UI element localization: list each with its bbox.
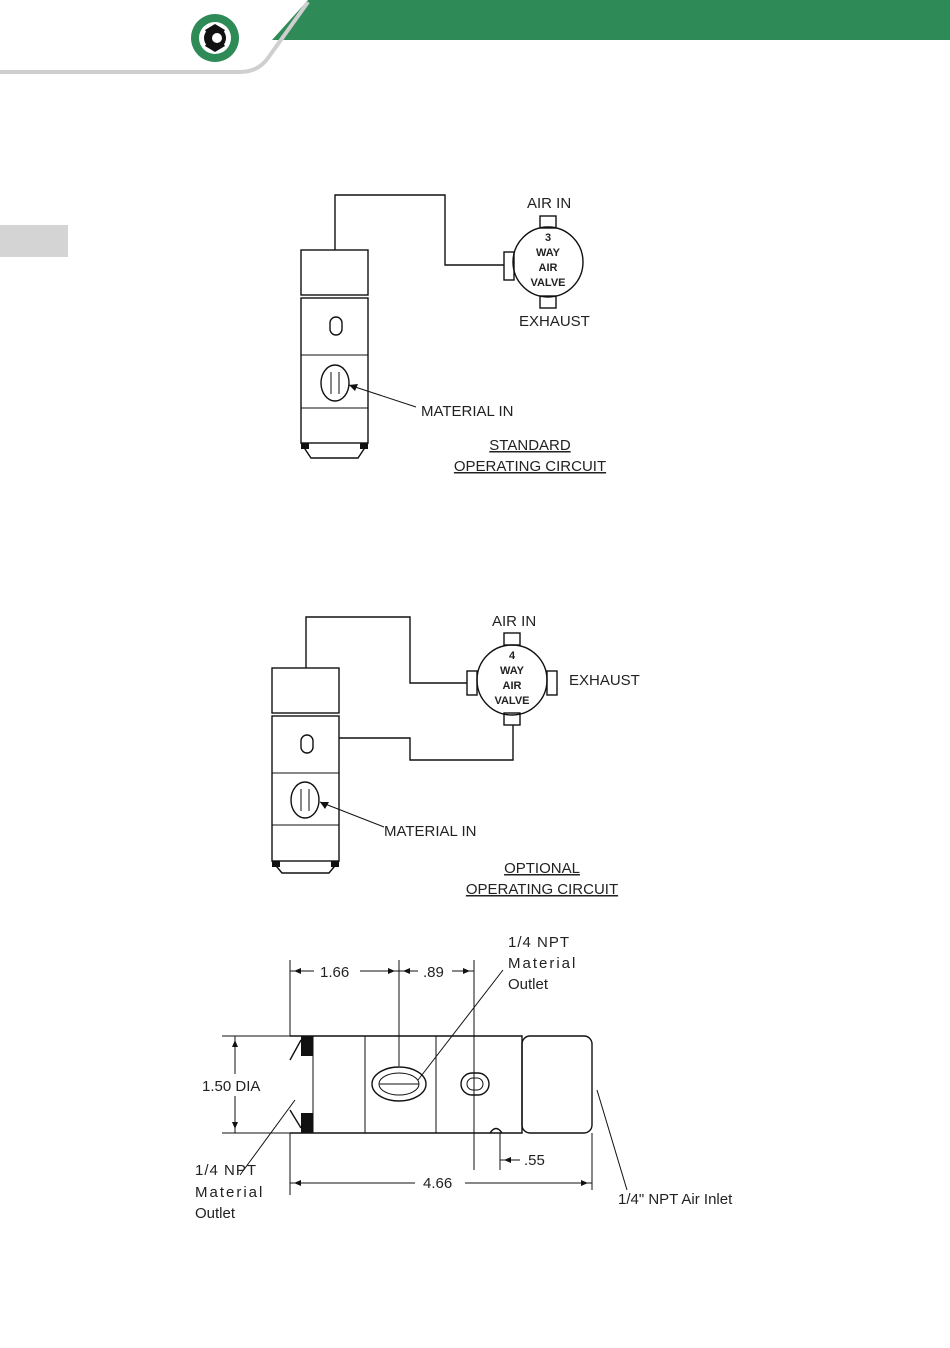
bottom-outlet-label-line3: Outlet	[195, 1205, 236, 1222]
dim-0-89: .89	[423, 964, 444, 981]
standard-air-in-label: AIR IN	[527, 195, 571, 212]
standard-caption-line1: STANDARD	[489, 437, 571, 454]
optional-material-in-label: MATERIAL IN	[384, 823, 477, 840]
top-outlet-label-line2: Material	[508, 955, 577, 972]
optional-valve-way: WAY	[500, 665, 525, 677]
dim-0-55: .55	[524, 1152, 545, 1169]
standard-valve-valve: VALVE	[530, 277, 565, 289]
green-header-band	[272, 0, 950, 40]
bottom-outlet-label-line2: Material	[195, 1184, 264, 1201]
optional-valve-valve: VALVE	[494, 695, 529, 707]
standard-material-in-label: MATERIAL IN	[421, 403, 514, 420]
dimension-drawing	[222, 960, 627, 1195]
optional-caption-line1: OPTIONAL	[504, 860, 580, 877]
optional-valve-number: 4	[509, 650, 516, 662]
top-outlet-label-line1: 1/4 NPT	[508, 934, 570, 951]
valve-cap	[301, 250, 368, 295]
standard-caption-line2: OPERATING CIRCUIT	[454, 458, 606, 475]
upper-port	[330, 317, 342, 335]
bottom-outlet-label-line1: 1/4 NPT	[195, 1162, 257, 1179]
standard-valve-number: 3	[545, 232, 551, 244]
top-outlet-label-line3: Outlet	[508, 976, 549, 993]
optional-valve-air: AIR	[503, 680, 522, 692]
air-inlet-label: 1/4" NPT Air Inlet	[618, 1191, 733, 1208]
optional-exhaust-label: EXHAUST	[569, 672, 640, 689]
material-port	[321, 365, 349, 401]
standard-exhaust-label: EXHAUST	[519, 313, 590, 330]
valve-body	[301, 298, 368, 443]
side-tab	[0, 225, 68, 257]
dim-1-66: 1.66	[320, 964, 349, 981]
standard-valve-air: AIR	[539, 262, 558, 274]
standard-valve-way: WAY	[536, 247, 561, 259]
header-shadow-curve	[0, 2, 308, 72]
optional-air-in-label: AIR IN	[492, 613, 536, 630]
dim-1-50-dia: 1.50 DIA	[202, 1078, 260, 1095]
gear-leaf-logo	[191, 14, 239, 62]
optional-caption-line2: OPERATING CIRCUIT	[466, 881, 618, 898]
dim-4-66: 4.66	[423, 1175, 452, 1192]
header-banner	[0, 0, 950, 72]
